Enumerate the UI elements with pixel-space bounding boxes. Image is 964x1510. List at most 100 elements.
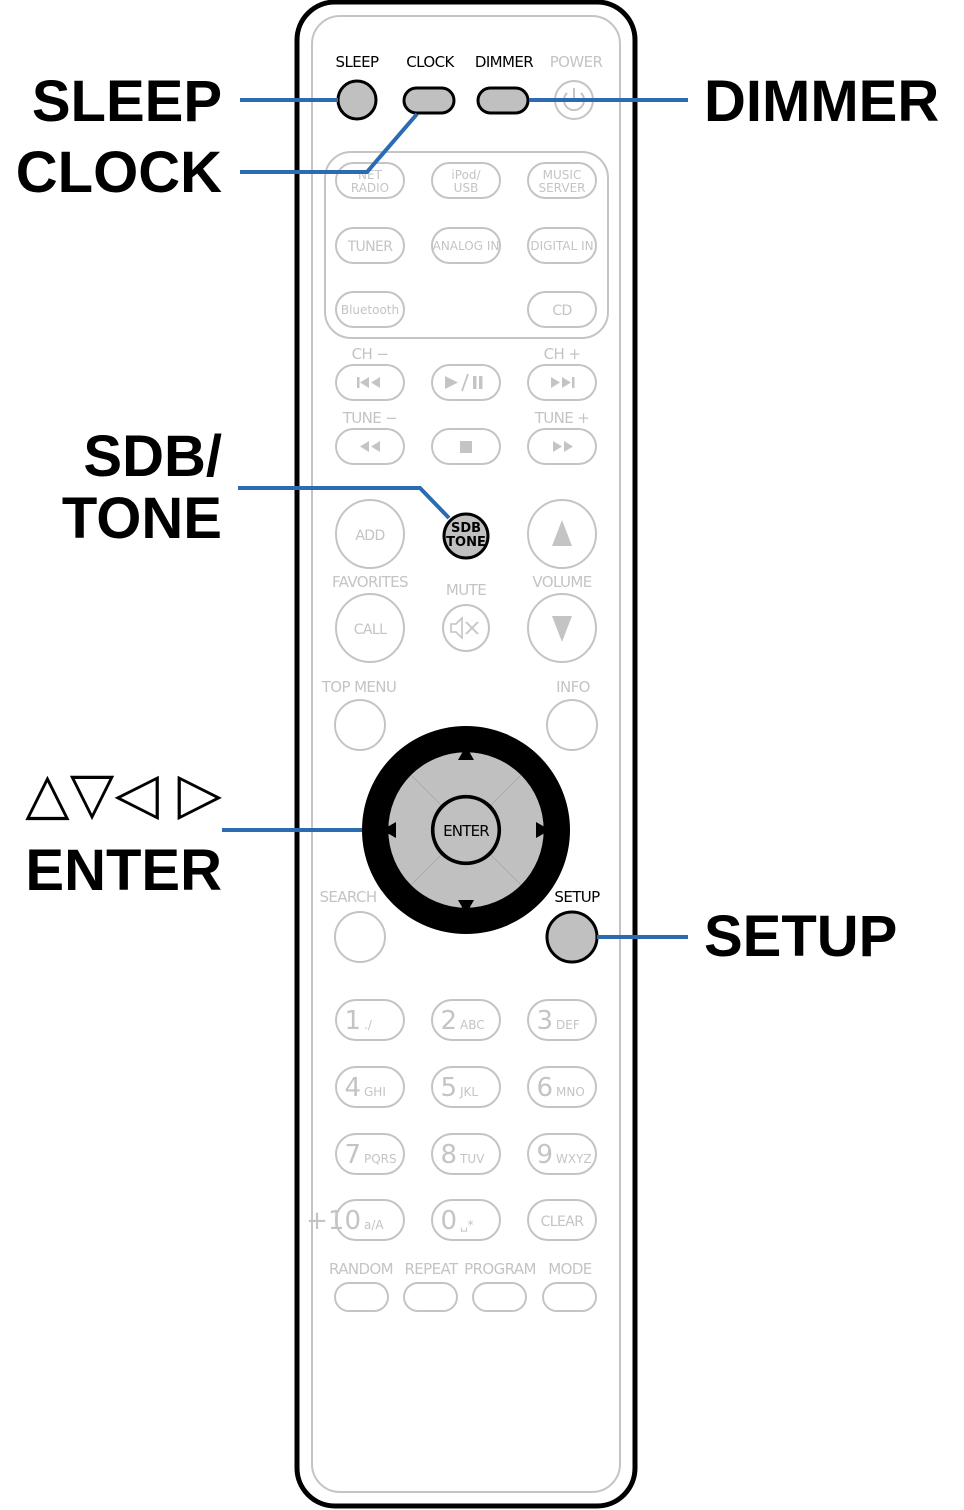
ipod-line1: iPod/ bbox=[451, 168, 481, 182]
analog-in-label: ANALOG IN bbox=[433, 239, 500, 253]
skip-back-button[interactable] bbox=[335, 364, 405, 401]
dpad-up-icon bbox=[458, 746, 474, 760]
keypad-letters: WXYZ bbox=[556, 1152, 592, 1166]
info-label: INFO bbox=[556, 678, 590, 696]
cd-button[interactable] bbox=[527, 291, 597, 328]
tune-minus-label: TUNE − bbox=[342, 409, 398, 427]
keypad-number: 3 bbox=[536, 1006, 553, 1036]
keypad-button[interactable] bbox=[335, 1133, 405, 1175]
favorites-label: FAVORITES bbox=[332, 573, 408, 591]
keypad-button[interactable] bbox=[335, 1199, 405, 1241]
keypad-button[interactable] bbox=[431, 1066, 501, 1108]
program-label: PROGRAM bbox=[464, 1260, 536, 1278]
keypad-letters: PQRS bbox=[364, 1152, 397, 1166]
dpad-down-button[interactable] bbox=[411, 855, 521, 908]
keypad-letters: GHI bbox=[364, 1085, 386, 1099]
mode-label: MODE bbox=[548, 1260, 591, 1278]
rewind-icon bbox=[360, 441, 380, 452]
dpad-left-button[interactable] bbox=[388, 775, 441, 885]
mute-button[interactable] bbox=[442, 604, 490, 652]
random-button[interactable] bbox=[334, 1282, 389, 1312]
setup-callout: SETUP bbox=[704, 904, 897, 969]
net-radio-button[interactable] bbox=[335, 162, 405, 199]
keypad-button[interactable] bbox=[527, 999, 597, 1041]
sdb-button-line2: TONE bbox=[446, 535, 486, 550]
dpad-left-icon bbox=[382, 822, 396, 838]
play-pause-button[interactable] bbox=[431, 364, 501, 401]
bluetooth-label: Bluetooth bbox=[341, 303, 399, 317]
music-line1: MUSIC bbox=[543, 168, 582, 182]
dpad-right-icon bbox=[536, 822, 550, 838]
keypad-button[interactable] bbox=[431, 1133, 501, 1175]
keypad-button[interactable] bbox=[431, 1199, 501, 1241]
cd-label: CD bbox=[552, 303, 571, 319]
volume-down-button[interactable] bbox=[527, 593, 597, 663]
keypad-number: 1 bbox=[344, 1006, 361, 1036]
sleep-label: SLEEP bbox=[336, 53, 379, 71]
keypad-number: +10 bbox=[306, 1206, 361, 1236]
remote-inner-outline bbox=[311, 15, 621, 1493]
info-button[interactable] bbox=[546, 699, 598, 751]
keypad-number: 4 bbox=[344, 1073, 361, 1103]
keypad-button[interactable] bbox=[527, 1133, 597, 1175]
sdb-callout-line1: SDB/ bbox=[83, 424, 222, 489]
call-button[interactable] bbox=[335, 593, 405, 663]
dpad-up-button[interactable] bbox=[411, 752, 521, 805]
enter-callout: ENTER bbox=[25, 838, 222, 903]
digital-in-button[interactable] bbox=[527, 227, 597, 264]
stop-icon bbox=[460, 441, 472, 453]
add-label: ADD bbox=[355, 528, 384, 544]
keypad-button[interactable] bbox=[335, 1066, 405, 1108]
dpad-right-button[interactable] bbox=[491, 775, 544, 885]
keypad-button[interactable] bbox=[431, 999, 501, 1041]
source-group bbox=[324, 151, 609, 339]
keypad-number: 0 bbox=[440, 1206, 457, 1236]
repeat-label: REPEAT bbox=[404, 1260, 459, 1278]
bluetooth-button[interactable] bbox=[335, 291, 405, 328]
top-menu-button[interactable] bbox=[334, 699, 386, 751]
skip-back-icon bbox=[357, 377, 380, 388]
dimmer-button[interactable] bbox=[476, 86, 530, 115]
volume-up-button[interactable] bbox=[527, 499, 597, 569]
clock-label: CLOCK bbox=[406, 53, 455, 71]
add-button[interactable] bbox=[335, 499, 405, 569]
fast-forward-icon bbox=[553, 441, 573, 452]
sdb-tone-button[interactable] bbox=[442, 512, 490, 560]
music-server-button[interactable] bbox=[527, 162, 597, 199]
repeat-button[interactable] bbox=[403, 1282, 458, 1312]
volume-up-icon bbox=[552, 520, 572, 546]
ipod-usb-button[interactable] bbox=[431, 162, 501, 199]
keypad-letters: ABC bbox=[460, 1018, 485, 1032]
ch-plus-label: CH + bbox=[544, 345, 581, 363]
keypad-letters: JKL bbox=[459, 1085, 478, 1099]
rewind-button[interactable] bbox=[335, 428, 405, 465]
clock-leader-line bbox=[240, 112, 419, 174]
mode-button[interactable] bbox=[542, 1282, 597, 1312]
search-label: SEARCH bbox=[319, 888, 376, 906]
tuner-button[interactable] bbox=[335, 227, 405, 264]
clock-button[interactable] bbox=[402, 86, 456, 115]
tuner-label: TUNER bbox=[347, 239, 394, 255]
volume-label: VOLUME bbox=[532, 573, 591, 591]
search-button[interactable] bbox=[334, 911, 386, 963]
analog-in-button[interactable] bbox=[431, 227, 501, 264]
setup-button[interactable] bbox=[545, 910, 599, 964]
keypad-number: 8 bbox=[440, 1140, 457, 1170]
stop-button[interactable] bbox=[431, 428, 501, 465]
keypad-button[interactable] bbox=[335, 999, 405, 1041]
program-button[interactable] bbox=[472, 1282, 527, 1312]
sleep-button[interactable] bbox=[336, 79, 378, 121]
skip-forward-button[interactable] bbox=[527, 364, 597, 401]
keypad-button[interactable] bbox=[527, 1199, 597, 1241]
keypad-number: 2 bbox=[440, 1006, 457, 1036]
fast-forward-button[interactable] bbox=[527, 428, 597, 465]
digital-in-label: DIGITAL IN bbox=[530, 239, 593, 253]
clear-label: CLEAR bbox=[541, 1214, 585, 1230]
sleep-callout: SLEEP bbox=[32, 69, 222, 134]
play-pause-icon bbox=[445, 373, 483, 392]
enter-button[interactable] bbox=[431, 795, 501, 865]
keypad-button[interactable] bbox=[527, 1066, 597, 1108]
random-label: RANDOM bbox=[329, 1260, 393, 1278]
